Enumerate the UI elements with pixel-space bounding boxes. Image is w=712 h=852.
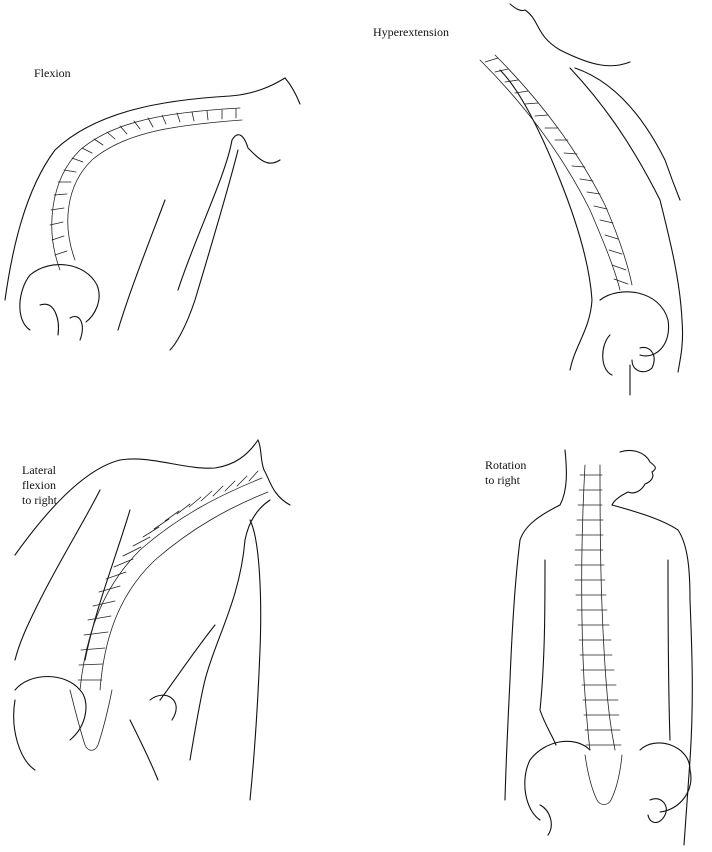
lateral-inner-contour <box>159 624 216 701</box>
flexion-shoulder-outline <box>284 77 301 105</box>
rotation-left-flank <box>539 559 546 711</box>
label-flexion: Flexion <box>34 66 71 80</box>
lateral-vertebrae <box>77 470 259 681</box>
figure-rotation <box>504 449 693 846</box>
rotation-right-flank <box>667 559 671 741</box>
figure-flexion <box>4 77 301 351</box>
hyperext-head-outline <box>509 3 631 67</box>
lateral-spine-curve-inner <box>99 491 269 691</box>
hyperext-spine-curve <box>479 59 621 291</box>
hyperext-pelvis <box>599 291 670 396</box>
lateral-pelvis <box>13 675 177 781</box>
label-rotation: Rotation to right <box>485 458 527 487</box>
rotation-waist-left <box>539 709 557 746</box>
rotation-neck-left <box>559 449 567 506</box>
lateral-left-arm <box>14 489 101 661</box>
figure-hyperextension <box>479 3 684 396</box>
lateral-right-side <box>189 499 271 761</box>
flexion-pelvis <box>19 264 100 341</box>
lateral-right-arm <box>249 519 262 801</box>
flexion-arm-back <box>177 134 281 291</box>
hyperext-arm <box>574 67 681 201</box>
flexion-vertebrae <box>49 108 237 256</box>
lateral-left-flank <box>84 509 131 661</box>
rotation-pelvis <box>524 740 692 836</box>
hyperext-spine-curve-inner <box>494 54 633 286</box>
flexion-spine-curve <box>51 107 241 271</box>
rotation-sacrum <box>584 754 623 805</box>
rotation-spine-left <box>581 464 591 751</box>
figure-lateral-flexion <box>13 439 291 801</box>
flexion-arm-front <box>169 149 239 351</box>
rotation-spine-right <box>599 464 616 751</box>
flexion-back-outline <box>4 77 286 301</box>
lateral-sacrum <box>69 689 113 751</box>
lateral-spine-curve <box>79 477 263 691</box>
flexion-torso-front <box>117 199 166 331</box>
rotation-head-outline <box>611 449 656 506</box>
rotation-left-shoulder <box>504 504 561 801</box>
lateral-shoulder-outline <box>14 439 259 556</box>
label-hyperextension: Hyperextension <box>373 25 449 39</box>
label-lateral-flexion: Lateral flexion to right <box>22 463 57 507</box>
hyperext-front-outline <box>569 67 684 373</box>
hyperext-back-outline <box>499 69 593 371</box>
rotation-right-shoulder <box>611 504 691 601</box>
hyperext-vertebrae <box>484 57 629 285</box>
rotation-right-arm <box>683 599 693 846</box>
lateral-neck-outline <box>257 439 291 506</box>
rotation-vertebrae <box>574 474 622 746</box>
flexion-spine-curve-inner <box>67 119 243 261</box>
